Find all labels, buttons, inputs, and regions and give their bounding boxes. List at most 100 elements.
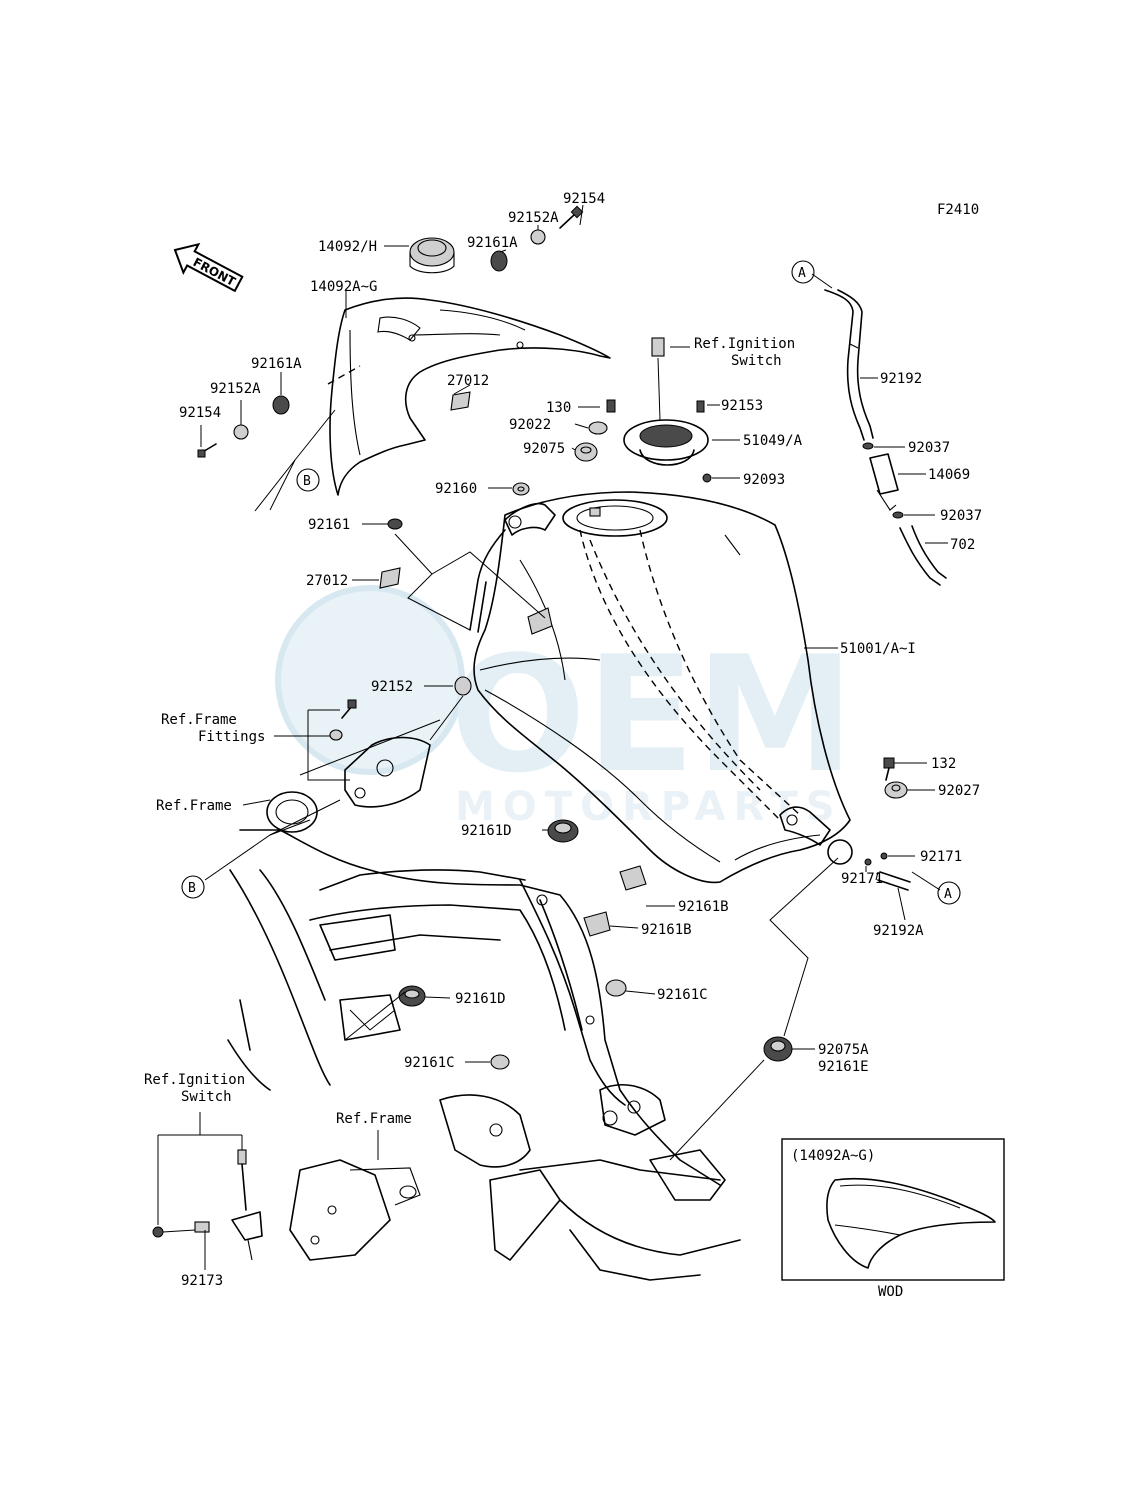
fuel-tank-51001 <box>469 491 853 884</box>
part-label-92153: 92153 <box>721 398 763 414</box>
callout-a-right: A <box>937 881 961 905</box>
part-label-92161e: 92161E <box>818 1059 869 1075</box>
cover-cap-14092h <box>409 237 455 274</box>
diagram-code: F2410 <box>937 202 979 218</box>
part-label-51049-a: 51049/A <box>743 433 803 449</box>
part-label-92075: 92075 <box>523 441 565 457</box>
tank-cover-14092 <box>327 297 611 496</box>
part-label-702: 702 <box>950 537 975 553</box>
front-arrow-icon: FRONT <box>173 242 244 293</box>
part-label-132: 132 <box>931 756 956 772</box>
ref-ignition-switch-bottom-line2: Switch <box>181 1089 232 1105</box>
clamp-92037-lower <box>892 511 904 519</box>
callout-a-right-label: A <box>944 887 952 902</box>
label-27012-lower <box>379 567 553 635</box>
leader-lines <box>157 204 948 1270</box>
collar-92152a-top <box>530 229 546 245</box>
collar-92152 <box>454 676 472 696</box>
grommet-92161d-lower <box>398 985 426 1007</box>
callout-b-upper: B <box>296 468 320 492</box>
inset-title: (14092A~G) <box>791 1148 875 1164</box>
part-label-92161b-1: 92161B <box>678 899 729 915</box>
inset-wod-box: (14092A~G) WOD <box>781 1138 1005 1300</box>
part-label-92022: 92022 <box>509 417 551 433</box>
watermark-tagline: MOTORPARTS <box>455 784 843 830</box>
part-label-51001-a-i: 51001/A~I <box>840 641 916 657</box>
collar-92152a-left <box>233 424 249 440</box>
damper-92075a-92161e <box>763 1036 793 1062</box>
tank-front-bracket <box>299 719 441 808</box>
part-label-92152a-top: 92152A <box>508 210 559 226</box>
ignition-switch-plug <box>651 337 665 357</box>
frame-fitting-bolt <box>341 699 357 719</box>
part-label-27012-lower: 27012 <box>306 573 348 589</box>
clamp-92037-upper <box>862 442 874 450</box>
grommet-92161d-upper <box>547 819 579 843</box>
pad-92161b-1 <box>619 865 647 891</box>
part-label-92152: 92152 <box>371 679 413 695</box>
part-labels: 92154 92152A 92161A 14092/H 14092A~G 921… <box>144 191 982 1289</box>
screw-92154-left <box>197 443 217 458</box>
bolt-132 <box>883 757 895 781</box>
part-label-92192a: 92192A <box>873 923 924 939</box>
pad-92161b-2 <box>583 911 611 937</box>
ignition-switch-bracket <box>289 1159 421 1261</box>
bolt-92153 <box>696 400 705 413</box>
part-label-92093: 92093 <box>743 472 785 488</box>
part-label-92154-top: 92154 <box>563 191 605 207</box>
grommet-92161a-left <box>272 395 290 415</box>
ref-frame-bottom: Ref.Frame <box>336 1111 412 1127</box>
part-label-14092a-g: 14092A~G <box>310 279 377 295</box>
grommet-92161a-top <box>490 250 508 272</box>
callout-a-top-label: A <box>798 266 806 281</box>
part-label-92171-low: 92171 <box>841 871 883 887</box>
nut-92093 <box>702 473 712 483</box>
part-label-92075a: 92075A <box>818 1042 869 1058</box>
part-label-92160: 92160 <box>435 481 477 497</box>
callout-b-lower-label: B <box>188 881 196 896</box>
grommet-92161 <box>387 518 403 530</box>
fuel-pump-cap-51049 <box>623 337 709 466</box>
frame-fitting-washer <box>329 729 343 741</box>
part-label-130: 130 <box>546 400 571 416</box>
ref-frame-fittings-line1: Ref.Frame <box>161 712 237 728</box>
callout-b-lower: B <box>181 875 205 899</box>
part-label-92161: 92161 <box>308 517 350 533</box>
part-label-92152a-left: 92152A <box>210 381 261 397</box>
cap-92161c-left <box>490 1054 510 1070</box>
damper-92075 <box>574 442 598 462</box>
part-label-92161c-left: 92161C <box>404 1055 455 1071</box>
collar-92160 <box>512 482 530 496</box>
label-27012-upper <box>450 391 471 411</box>
bolt-130 <box>606 399 616 413</box>
inset-caption: WOD <box>878 1284 903 1300</box>
part-label-14092h: 14092/H <box>318 239 377 255</box>
part-label-92154-left: 92154 <box>179 405 221 421</box>
cap-92161c-right <box>605 979 627 997</box>
watermark-brand: OEM <box>450 621 855 808</box>
breather-hose-92192 <box>824 289 874 441</box>
part-label-92161b-2: 92161B <box>641 922 692 938</box>
part-label-92037-lower: 92037 <box>940 508 982 524</box>
ref-ignition-switch-top-line1: Ref.Ignition <box>694 336 795 352</box>
ignition-switch-sensor <box>231 1149 263 1261</box>
part-label-92173: 92173 <box>181 1273 223 1289</box>
part-label-92161d-upper: 92161D <box>461 823 512 839</box>
frame <box>227 791 926 1281</box>
callout-b-upper-label: B <box>303 474 311 489</box>
washer-92022 <box>588 421 608 435</box>
watermark: OEM MOTORPARTS <box>275 585 855 830</box>
ref-frame-left: Ref.Frame <box>156 798 232 814</box>
pipe-92192a <box>875 871 911 891</box>
ref-ignition-switch-top-line2: Switch <box>731 353 782 369</box>
ref-ignition-switch-bottom-line1: Ref.Ignition <box>144 1072 245 1088</box>
screw-92154-top <box>559 205 584 229</box>
bolt-92173 <box>152 1221 210 1238</box>
part-label-92037-upper: 92037 <box>908 440 950 456</box>
fuel-filter-14069 <box>869 453 899 511</box>
part-label-92161a-top: 92161A <box>467 235 518 251</box>
part-label-92192: 92192 <box>880 371 922 387</box>
part-label-14069: 14069 <box>928 467 970 483</box>
part-label-27012-upper: 27012 <box>447 373 489 389</box>
